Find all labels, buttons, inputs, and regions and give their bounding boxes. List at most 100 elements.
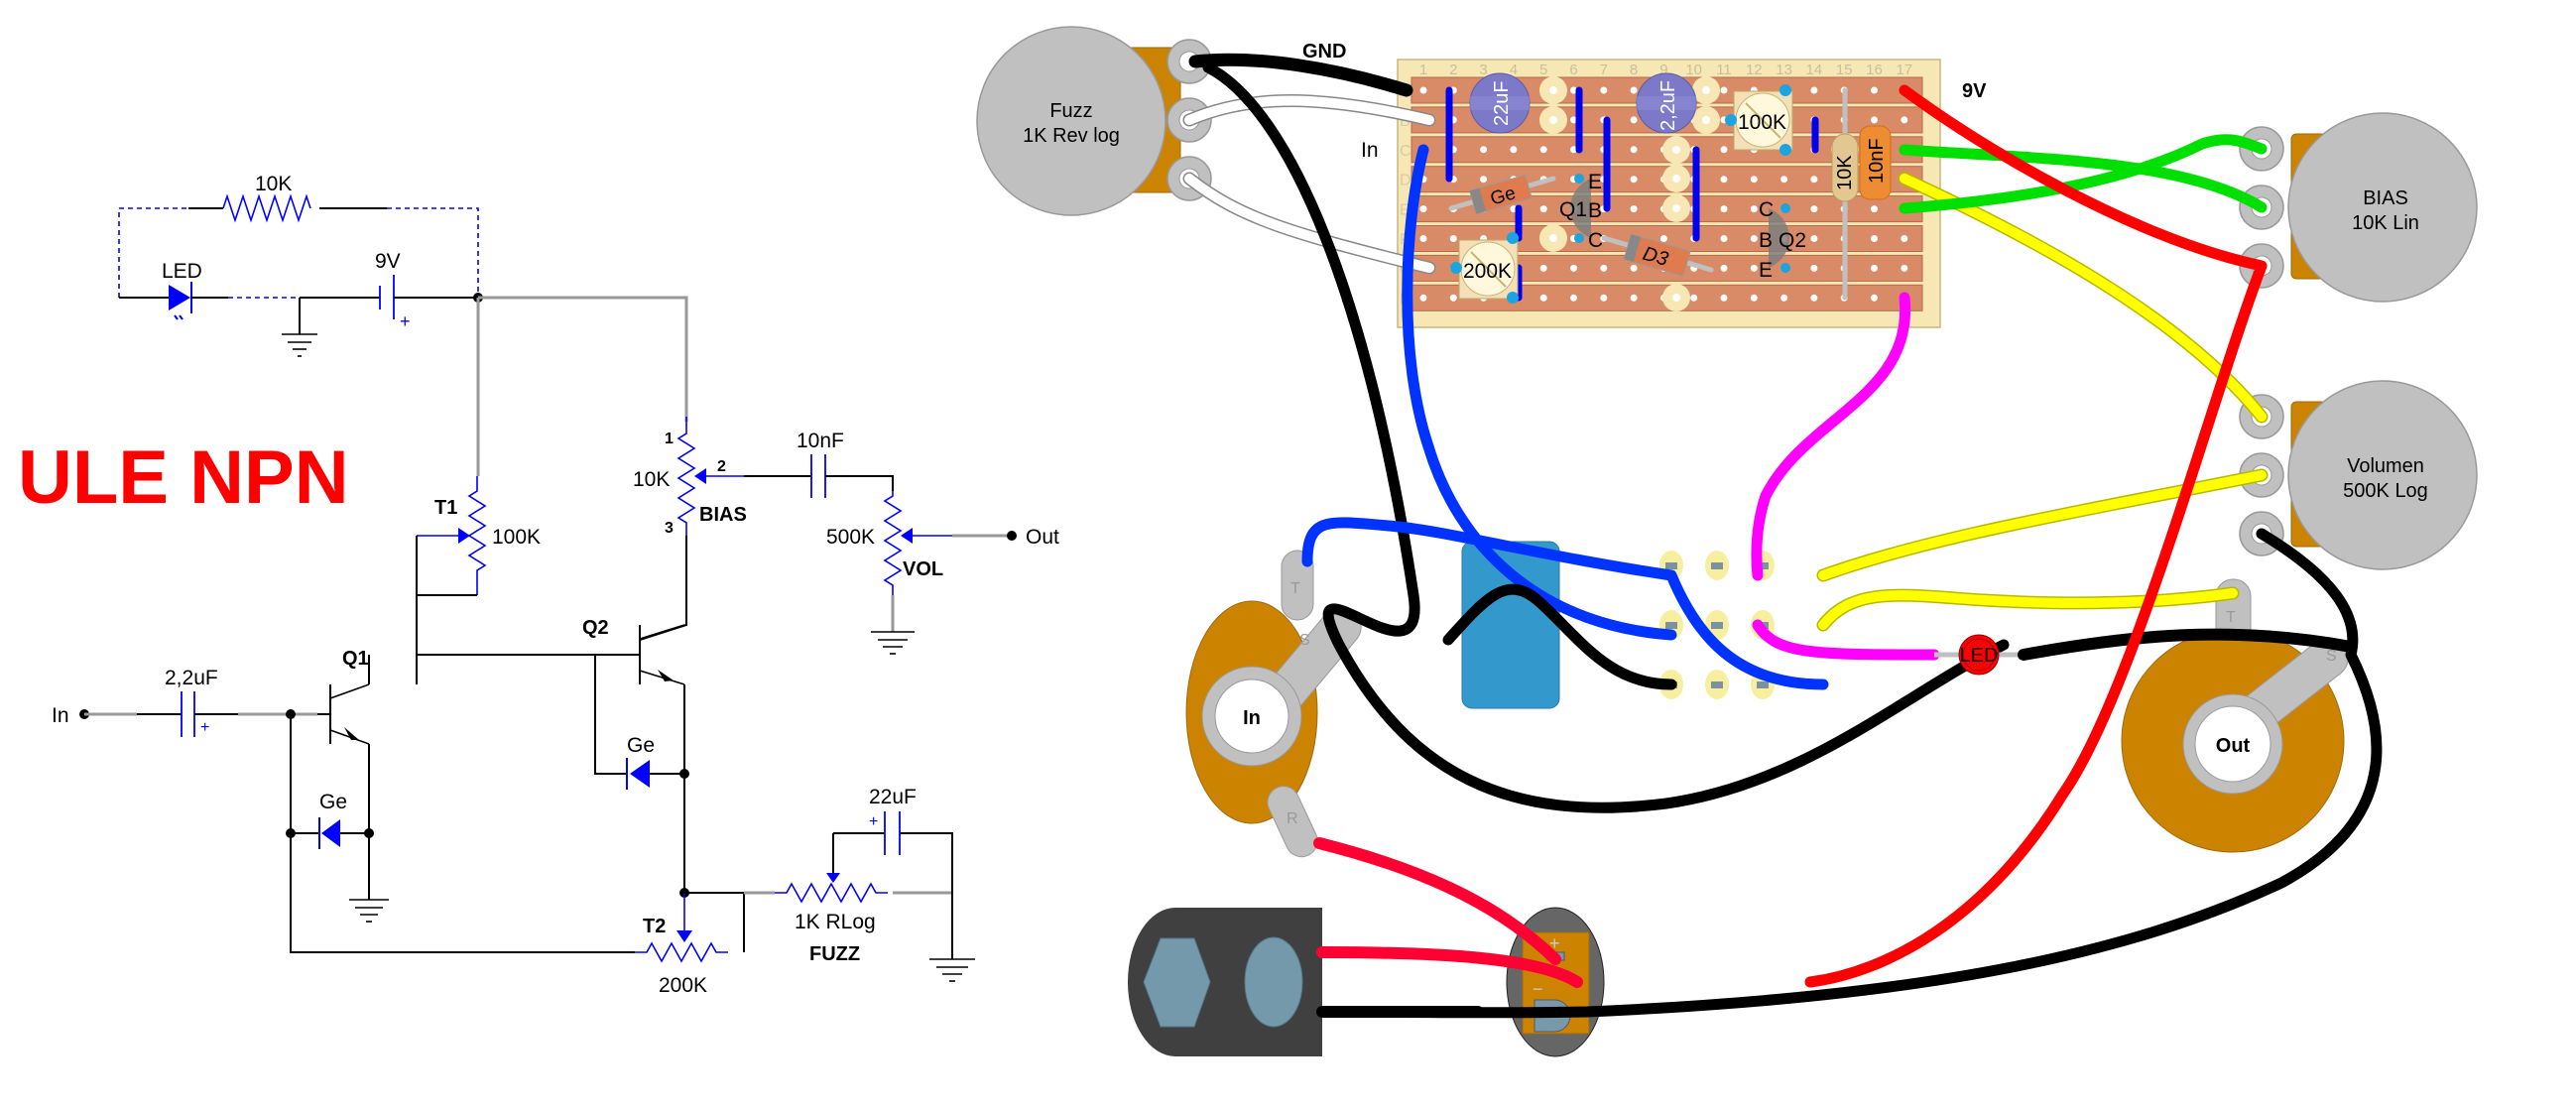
hole [1419, 294, 1427, 302]
fuzz-pot-body [976, 26, 1166, 216]
fuzz-value: 1K RLog [795, 911, 876, 933]
t1-wiper-arrow [458, 528, 470, 544]
ge-diode-1-label: Ge [319, 791, 347, 813]
gnd-label: GND [1302, 41, 1346, 62]
volume-pot-label-1: Volumen [2347, 455, 2424, 477]
q2-pin-e: E [1759, 259, 1773, 282]
hole [1630, 146, 1638, 154]
column-number: 3 [1479, 62, 1487, 78]
hole [1720, 205, 1728, 213]
stripboard-cap-22uf: 22uF [1469, 72, 1531, 134]
red-wire-9v [1804, 84, 2268, 988]
battery-snap[interactable] [1128, 908, 1322, 1056]
magenta-wire-led [1752, 619, 1940, 661]
column-number: 8 [1630, 62, 1638, 78]
ground-symbol [282, 333, 317, 357]
hole [1419, 235, 1427, 242]
out-terminal [1007, 531, 1017, 541]
stripboard-trimmer-200k: 200K [1450, 232, 1519, 304]
hole [1449, 294, 1457, 302]
q2-transistor [639, 624, 685, 685]
top-resistor-label: 10K [255, 173, 292, 195]
red-wire-snap [1316, 946, 1583, 988]
hole [1901, 116, 1908, 124]
cap-in-label: 2,2uF [165, 667, 218, 689]
hole [1630, 205, 1638, 213]
footswitch-lug-slot [1711, 622, 1723, 629]
trim-200k-label: 200K [1463, 260, 1512, 283]
q2-label: Q2 [582, 617, 609, 639]
column-number: 1 [1419, 62, 1427, 78]
hole [1750, 176, 1758, 184]
cap-22uf-symbol [884, 811, 901, 855]
hole [1810, 176, 1818, 184]
hole [1750, 235, 1758, 242]
wire [299, 297, 380, 334]
res-10k-label: 10K [1834, 155, 1856, 190]
v9-label: 9V [1962, 80, 1987, 102]
led-loop-dash-right [387, 207, 479, 298]
hole [1901, 235, 1908, 242]
q1-pin-c: C [1588, 229, 1603, 252]
fuzz-pot[interactable]: Fuzz 1K Rev log [976, 26, 1212, 216]
magenta-wire-out [1751, 292, 1911, 581]
out-jack-label: Out [2216, 735, 2251, 757]
hole [1750, 264, 1758, 272]
green-wire-bias-1 [1899, 134, 2268, 214]
row-letter: E [1400, 202, 1411, 219]
t1-label: T1 [434, 497, 457, 519]
column-number: 7 [1600, 62, 1608, 78]
t2-label: T2 [643, 916, 666, 937]
column-number: 6 [1569, 62, 1577, 78]
cap-in-plus: + [200, 719, 209, 736]
hole [1570, 294, 1577, 302]
yellow-wire-bias-vol [1898, 172, 2269, 424]
input-jack[interactable]: T S R In [1185, 550, 1369, 862]
vol-name: VOL [903, 558, 943, 580]
hole [1810, 264, 1818, 272]
led-indicator-label: LED [1960, 645, 1999, 667]
output-jack[interactable]: T S Out [2121, 578, 2356, 853]
bias-pin-1: 1 [665, 431, 674, 447]
cap-10nf-symbol [810, 454, 826, 498]
hole [1539, 294, 1547, 302]
t1-trimmer [467, 476, 487, 595]
cap-22uf-plus: + [869, 813, 878, 830]
footswitch-lug-slot [1757, 562, 1769, 569]
bias-pot[interactable]: BIAS 10K Lin [2239, 112, 2478, 303]
hole [1901, 264, 1908, 272]
column-number: 17 [1896, 62, 1912, 78]
out-jack-lug-s: S [2326, 648, 2337, 665]
bias-pot-label-1: BIAS [2363, 187, 2408, 209]
track-cut-holes [1549, 86, 1849, 302]
column-number: 5 [1539, 62, 1547, 78]
hole [1630, 294, 1638, 302]
hole [1720, 146, 1728, 154]
bias-pot-label-2: 10K Lin [2352, 212, 2419, 234]
q2-board-label: Q2 [1779, 229, 1806, 252]
bias-wiper-arrow [694, 468, 706, 484]
fuzz-wiper-arrow [826, 873, 840, 883]
dc-plus-label: + [1549, 933, 1560, 953]
bias-pin-3: 3 [665, 520, 674, 537]
cap-10nf-label: 10nF [797, 430, 844, 452]
top-resistor [222, 193, 311, 223]
hole [1810, 86, 1818, 94]
column-number: 9 [1659, 62, 1667, 78]
out-jack-lug-t: T [2226, 609, 2236, 626]
wire [416, 536, 477, 684]
in-jack-label: In [1243, 707, 1261, 729]
column-number: 10 [1685, 62, 1702, 78]
volume-pot-label-2: 500K Log [2343, 480, 2428, 502]
cap-in-symbol [181, 691, 195, 737]
wire [684, 892, 745, 952]
hole [1871, 235, 1878, 242]
ge-diode-1-symbol [318, 817, 340, 849]
hole [1600, 294, 1608, 302]
q1-pin-e: E [1588, 171, 1602, 193]
blue-wire-jack-tip [1301, 517, 1829, 690]
hole [1570, 146, 1577, 154]
hole [1630, 176, 1638, 184]
stripboard-q1: Q1 E B C [1559, 171, 1603, 252]
